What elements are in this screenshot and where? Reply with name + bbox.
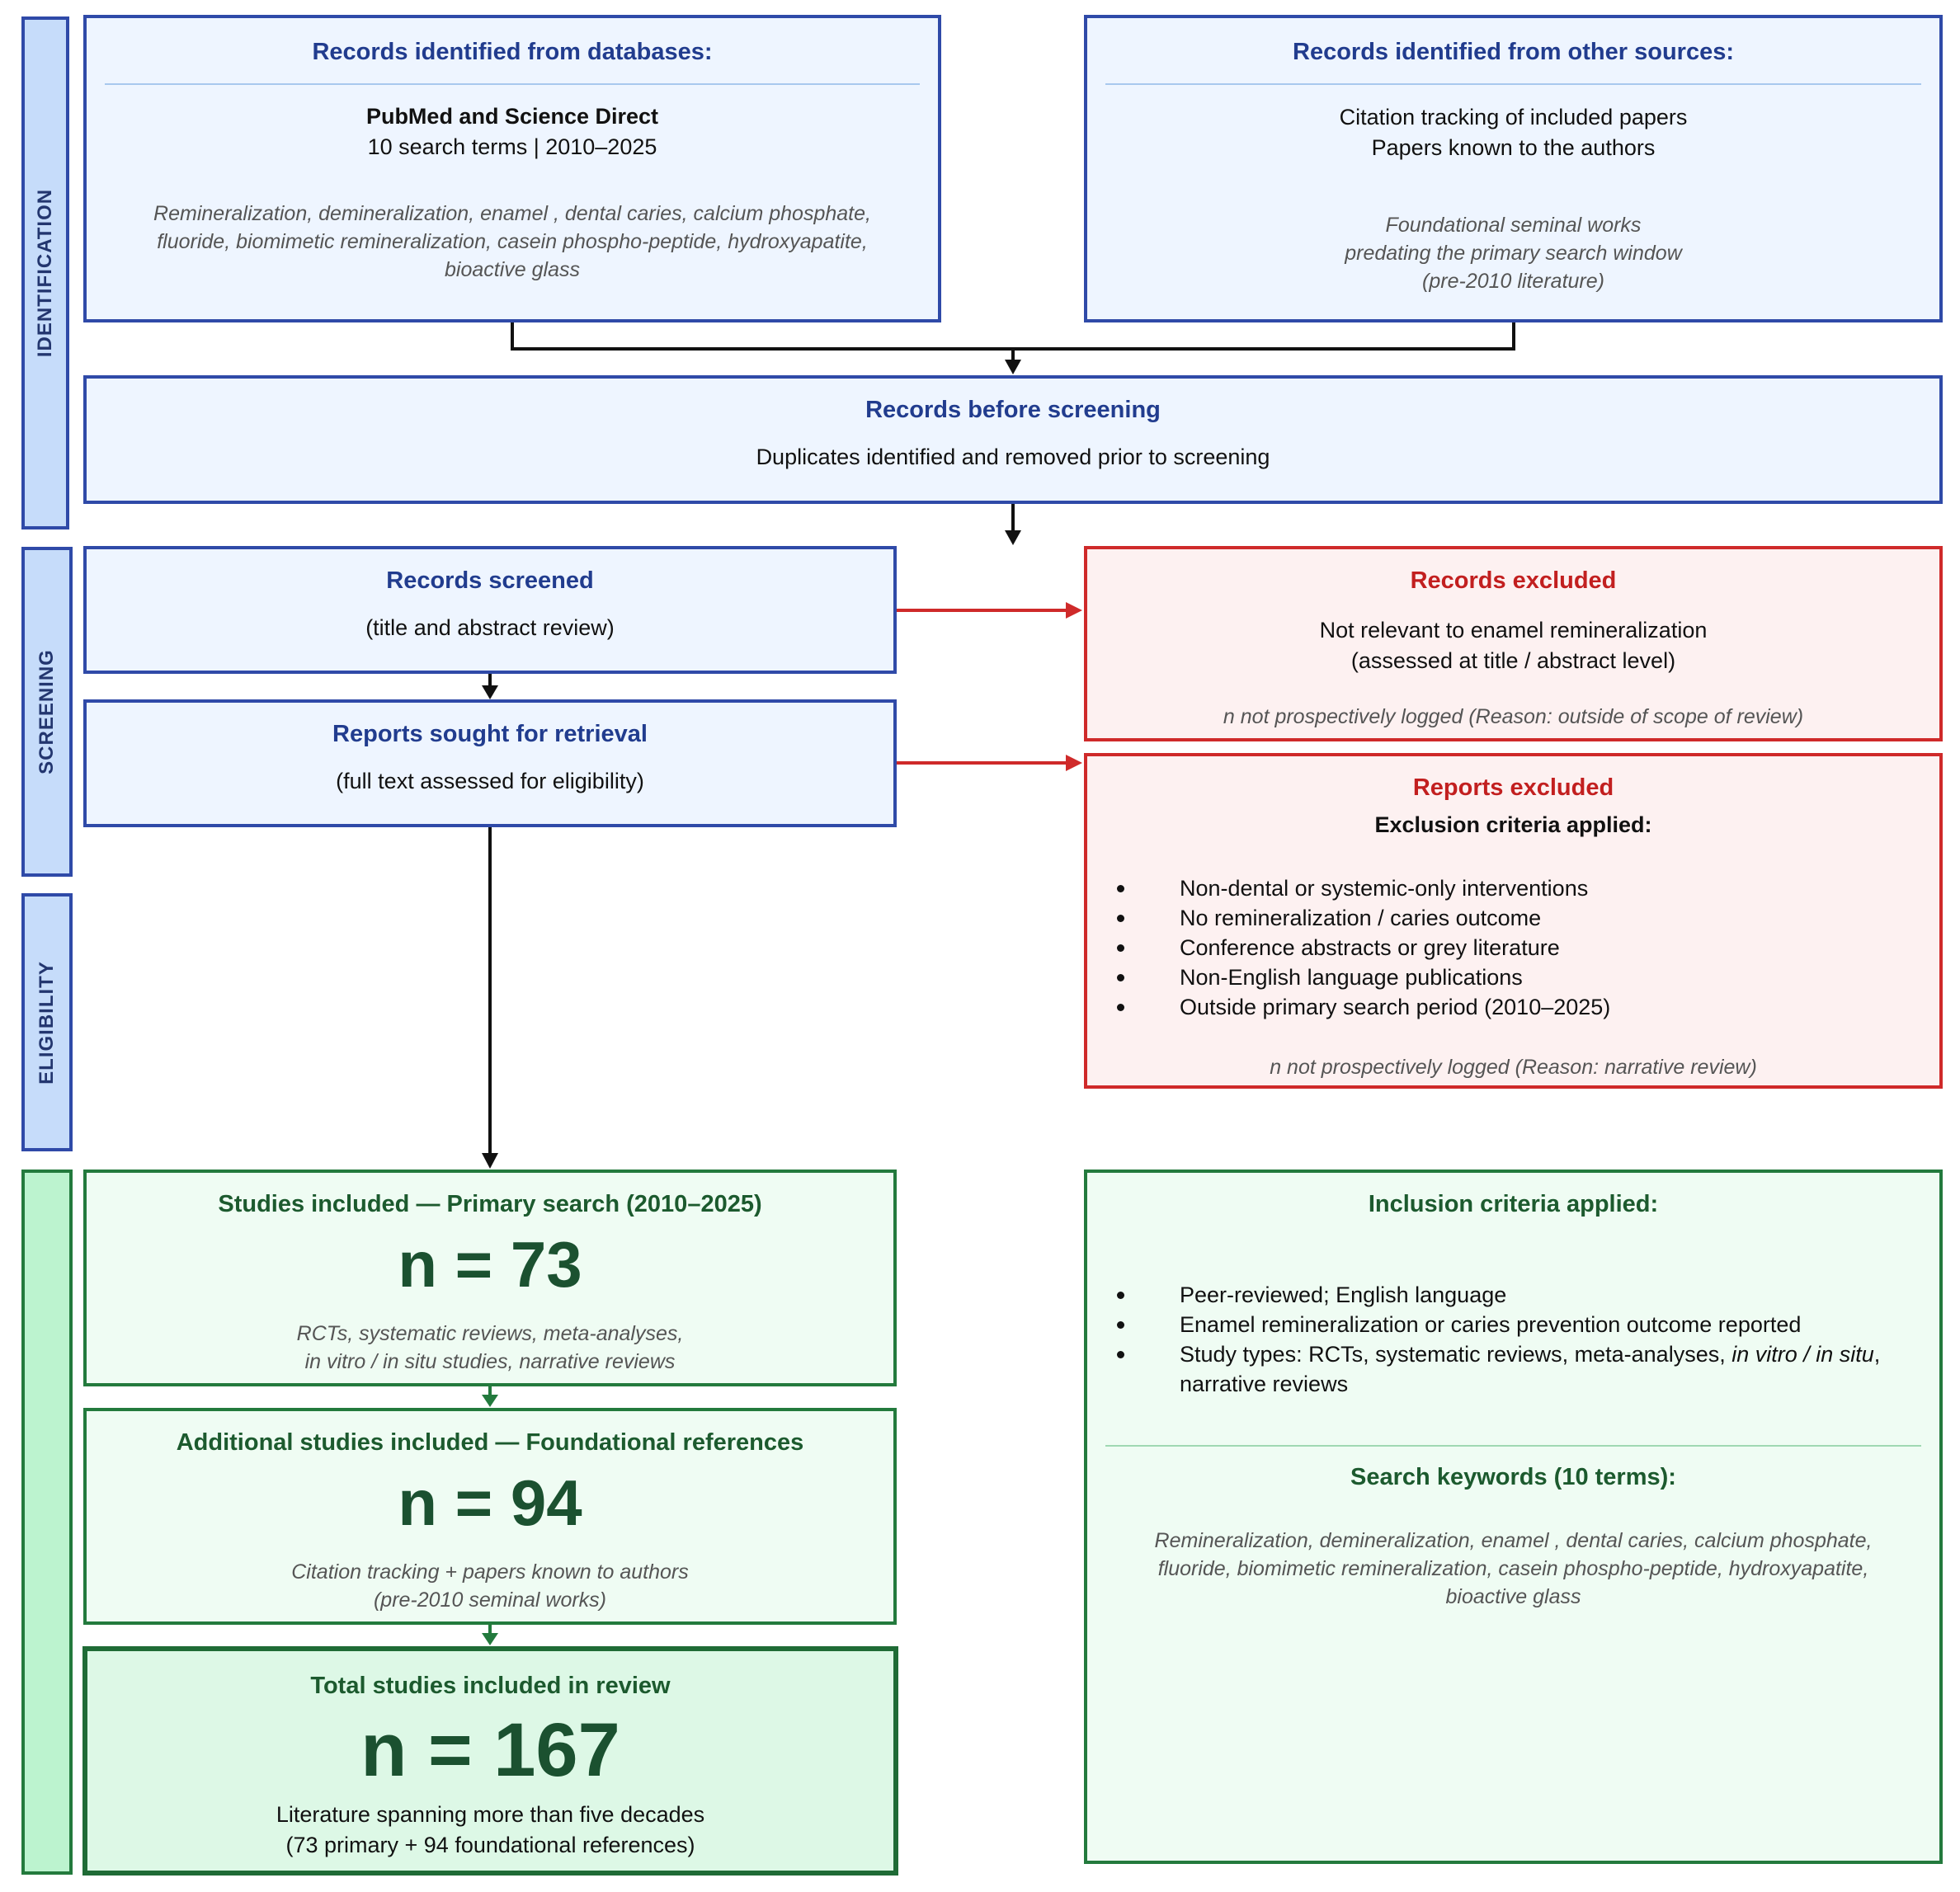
other-sources-box: Records identified from other sources: C… [1084, 15, 1943, 322]
inclusion-criterion: Enamel remineralization or caries preven… [1099, 1310, 1931, 1339]
records-screened-text: (title and abstract review) [365, 615, 615, 640]
records-excluded-line: (assessed at title / abstract level) [1350, 648, 1676, 673]
databases-divider [105, 83, 920, 85]
exclusion-criterion: Non-dental or systemic-only intervention… [1099, 873, 1931, 903]
reports-excluded-title: Reports excluded [1412, 774, 1614, 801]
arrow-before-to-screening [1005, 504, 1021, 545]
study-types-suffix: , [1873, 1342, 1881, 1367]
databases-terms: 10 search terms | 2010–2025 [367, 134, 657, 159]
exclusion-criterion: No remineralization / caries outcome [1099, 903, 1931, 933]
study-types-italic: in vitro / in situ [1731, 1342, 1874, 1367]
before-screening-text: Duplicates identified and removed prior … [756, 445, 1270, 469]
reports-excluded-note: n not prospectively logged (Reason: narr… [1270, 1056, 1757, 1079]
additional-studies-note: Citation tracking + papers known to auth… [291, 1560, 689, 1584]
study-types-prefix: Study types: RCTs, systematic reviews, m… [1180, 1342, 1732, 1367]
records-excluded-lines: Not relevant to enamel remineralization … [1087, 615, 1939, 676]
search-keyword-line: fluoride, biomimetic remineralization, c… [1157, 1557, 1869, 1580]
additional-studies-count: n = 94 [398, 1466, 582, 1539]
databases-keyword-line: Remineralization, demineralization, enam… [153, 202, 871, 225]
phase-eligibility: ELIGIBILITY [21, 893, 73, 1151]
primary-studies-title: Studies included — Primary search (2010–… [218, 1191, 762, 1217]
records-excluded-box: Records excluded Not relevant to enamel … [1084, 546, 1943, 741]
merge-connector [511, 322, 1515, 374]
other-sources-note: Foundational seminal works [1385, 214, 1642, 237]
arrow-to-before-screening [1005, 360, 1021, 374]
inclusion-criterion-study-types: Study types: RCTs, systematic reviews, m… [1099, 1339, 1931, 1399]
total-studies-title: Total studies included in review [310, 1673, 671, 1699]
records-screened-title: Records screened [386, 567, 594, 594]
other-sources-notes: Foundational seminal works predating the… [1087, 211, 1939, 295]
arrow-screened-to-excluded [897, 602, 1082, 619]
retrieval-text: (full text assessed for eligibility) [336, 769, 644, 793]
inclusion-criteria-list: Peer-reviewed; English language Enamel r… [1099, 1280, 1931, 1399]
databases-keyword-line: fluoride, biomimetic remineralization, c… [157, 230, 868, 253]
total-studies-lines: Literature spanning more than five decad… [87, 1800, 893, 1861]
phase-included [21, 1170, 73, 1875]
reports-excluded-subtitle: Exclusion criteria applied: [1374, 812, 1652, 837]
total-studies-box: Total studies included in review n = 167… [82, 1646, 898, 1876]
before-screening-title: Records before screening [865, 397, 1161, 423]
search-keyword-line: Remineralization, demineralization, enam… [1154, 1529, 1873, 1552]
other-sources-note: predating the primary search window [1345, 242, 1682, 265]
records-excluded-line: Not relevant to enamel remineralization [1319, 618, 1708, 642]
total-studies-line: (73 primary + 94 foundational references… [285, 1833, 695, 1857]
search-keywords: Remineralization, demineralization, enam… [1087, 1527, 1939, 1611]
additional-studies-note: (pre-2010 seminal works) [373, 1588, 607, 1612]
primary-studies-note: in vitro / in situ studies, narrative re… [304, 1350, 676, 1373]
retrieval-box: Reports sought for retrieval (full text … [83, 699, 897, 827]
additional-studies-notes: Citation tracking + papers known to auth… [87, 1558, 893, 1614]
primary-studies-note: RCTs, systematic reviews, meta-analyses, [296, 1322, 684, 1345]
inclusion-criterion: Peer-reviewed; English language [1099, 1280, 1931, 1310]
retrieval-title: Reports sought for retrieval [332, 721, 648, 747]
databases-box: Records identified from databases: PubMe… [83, 15, 941, 322]
inclusion-criteria-box: Inclusion criteria applied: Peer-reviewe… [1084, 1170, 1943, 1864]
phase-identification-label: IDENTIFICATION [34, 188, 56, 358]
arrow-retrieval-to-reports-excluded [897, 755, 1082, 771]
records-screened-box: Records screened (title and abstract rev… [83, 546, 897, 674]
total-studies-line: Literature spanning more than five decad… [276, 1802, 705, 1827]
databases-sources: PubMed and Science Direct [365, 104, 659, 129]
reports-excluded-box: Reports excluded Exclusion criteria appl… [1084, 753, 1943, 1089]
primary-studies-notes: RCTs, systematic reviews, meta-analyses,… [87, 1320, 893, 1376]
databases-keyword-line: bioactive glass [445, 258, 580, 281]
exclusion-criterion: Outside primary search period (2010–2025… [1099, 992, 1931, 1022]
databases-keywords: Remineralization, demineralization, enam… [87, 200, 938, 284]
other-sources-note: (pre-2010 literature) [1422, 270, 1604, 293]
phase-eligibility-label: ELIGIBILITY [35, 960, 58, 1085]
arrow-screened-to-retrieval [482, 674, 498, 699]
primary-studies-count: n = 73 [398, 1228, 582, 1301]
other-sources-lines: Citation tracking of included papers Pap… [1087, 102, 1939, 163]
search-keywords-title: Search keywords (10 terms): [1350, 1464, 1676, 1490]
arrow-additional-to-total [482, 1625, 498, 1645]
arrow-retrieval-to-included [482, 827, 498, 1169]
phase-screening-label: SCREENING [35, 649, 58, 774]
primary-studies-box: Studies included — Primary search (2010–… [83, 1170, 897, 1386]
records-excluded-note: n not prospectively logged (Reason: outs… [1223, 705, 1804, 728]
other-sources-title: Records identified from other sources: [1293, 39, 1734, 65]
additional-studies-title: Additional studies included — Foundation… [176, 1429, 804, 1456]
inclusion-divider [1105, 1445, 1921, 1447]
total-studies-count: n = 167 [360, 1708, 620, 1792]
other-sources-line: Papers known to the authors [1371, 135, 1656, 160]
exclusion-criterion: Conference abstracts or grey literature [1099, 933, 1931, 962]
additional-studies-box: Additional studies included — Foundation… [83, 1408, 897, 1625]
other-sources-divider [1105, 83, 1921, 85]
inclusion-criteria-title: Inclusion criteria applied: [1368, 1191, 1659, 1217]
phase-screening: SCREENING [21, 547, 73, 877]
other-sources-line: Citation tracking of included papers [1339, 105, 1688, 129]
before-screening-box: Records before screening Duplicates iden… [83, 375, 1943, 504]
phase-identification: IDENTIFICATION [21, 16, 69, 529]
databases-title: Records identified from databases: [312, 39, 713, 65]
exclusion-criterion: Non-English language publications [1099, 962, 1931, 992]
arrow-primary-to-additional [482, 1386, 498, 1407]
study-types-line2: narrative reviews [1180, 1372, 1349, 1396]
exclusion-criteria-list: Non-dental or systemic-only intervention… [1099, 873, 1931, 1022]
search-keyword-line: bioactive glass [1445, 1585, 1581, 1608]
records-excluded-title: Records excluded [1410, 567, 1617, 594]
